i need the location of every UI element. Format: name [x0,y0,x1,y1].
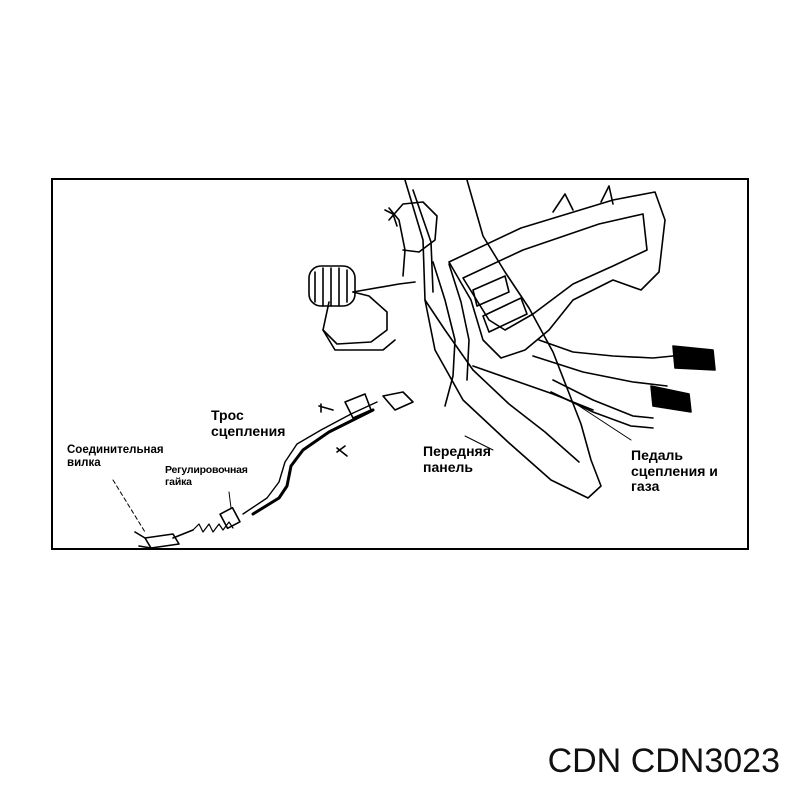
accel-pad [650,385,692,413]
pedal-leader [572,401,632,441]
accel-arm [552,379,654,419]
part-caption: CDN CDN3023 [548,742,780,781]
master-cylinder-rings [314,267,348,307]
fork-rod [172,529,194,539]
master-cylinder-stem [322,329,396,351]
cable-end [382,391,414,411]
cable-clip [344,393,372,419]
label-pedals: Педаль сцепления и газа [631,447,718,495]
bracket-slot [472,275,510,307]
adjusting-spring [192,521,234,533]
master-cylinder-rod [352,281,416,293]
clutch-pedal-arm-2 [532,355,668,387]
clutch-cable-diagram [112,180,716,548]
label-adjusting-nut: Регулировочная гайка [165,464,248,488]
front-panel-inner-edge [424,299,580,463]
accel-arm-2 [550,391,654,429]
adjusting-nut [219,506,241,530]
caption-part-number: CDN3023 [630,742,780,780]
bolt-2 [336,445,348,457]
upper-rod [388,207,406,277]
master-cylinder-body [322,291,388,345]
front-panel-outline [404,180,602,499]
clip-hook [384,209,398,227]
label-connecting-fork: Соединительная вилка [67,444,164,469]
upper-arm [388,201,438,253]
bracket-top-tab [552,193,574,213]
nut-leader [228,491,232,509]
label-front-panel: Передняя панель [423,443,491,475]
steering-post [432,261,456,407]
clutch-cable-sheath [242,401,378,515]
pedal-bracket [448,191,666,359]
bracket-slot-2 [482,297,528,333]
bracket-top-tab-2 [600,185,614,205]
bolt-1 [318,403,334,413]
clutch-cable [251,408,375,516]
label-clutch-cable: Трос сцепления [211,407,286,439]
diagram-frame: Трос сцепления Соединительная вилка Регу… [51,178,749,550]
caption-brand: CDN [547,742,622,780]
fork-prong [134,531,152,548]
steering-post-2 [448,263,470,381]
clutch-pedal-arm [538,339,674,359]
master-cylinder-cap [308,265,356,307]
fork-leader [112,479,146,533]
clutch-pedal-pad [672,345,716,371]
panel-leader [464,435,494,451]
connecting-fork [144,533,180,548]
